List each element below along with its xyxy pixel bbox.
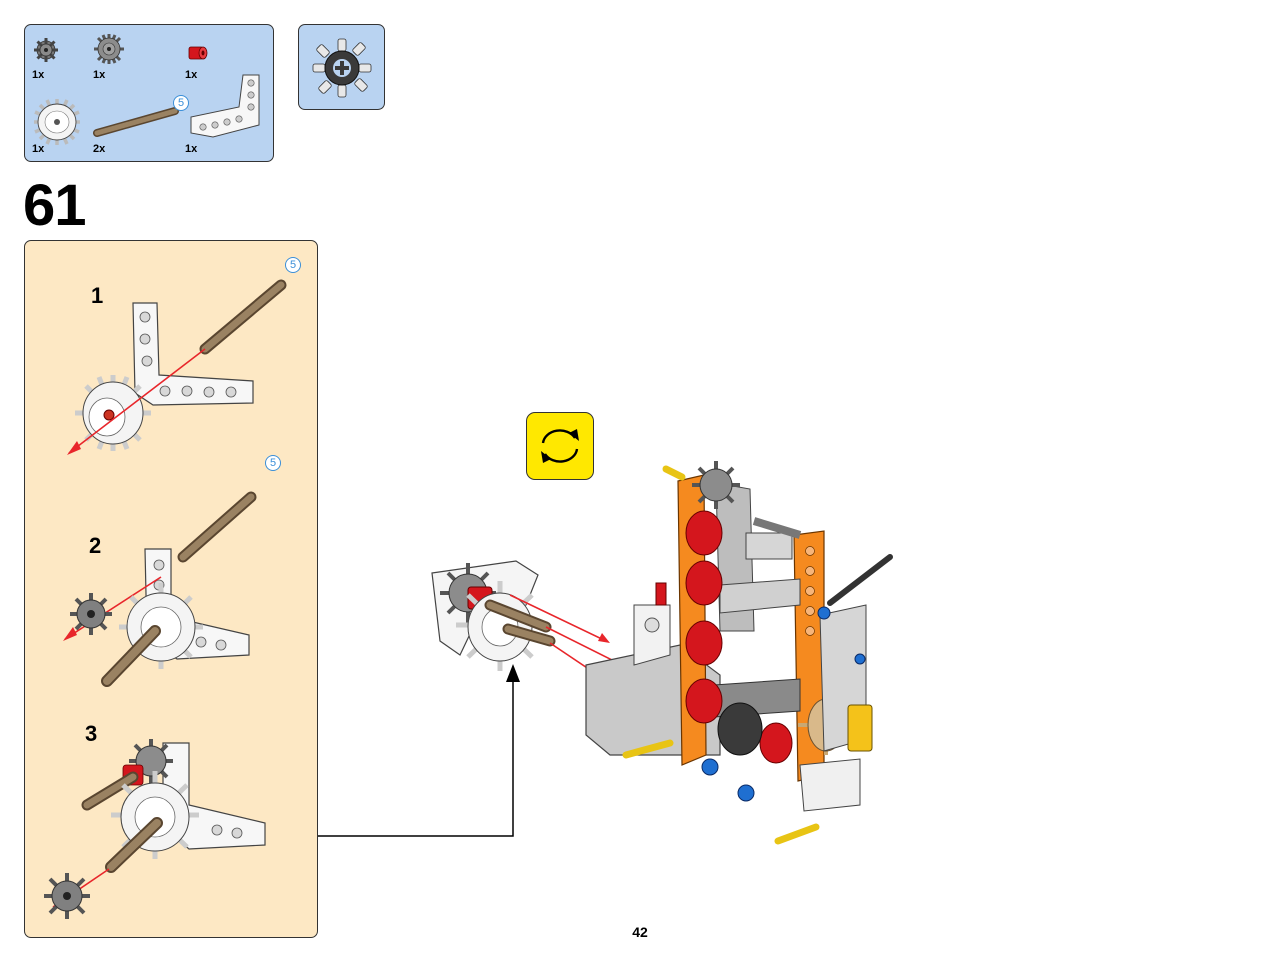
part-qty: 2x [93, 143, 106, 155]
substep-label: 3 [85, 721, 98, 746]
part-qty: 1x [32, 69, 45, 81]
crown-gear-icon [312, 38, 372, 98]
substep-2-illustration [63, 491, 257, 687]
main-assembly-illustration [431, 461, 893, 845]
medium-gear-icon [94, 34, 124, 64]
part-qty: 1x [32, 143, 45, 155]
page-number: 42 [632, 924, 648, 940]
step-number: 61 [23, 173, 87, 238]
connector-arrow [318, 664, 520, 837]
parts-list: 1x 1x 1x 1x 5 2x [24, 24, 274, 162]
axle-length-callout: 5 [285, 257, 301, 273]
substep-1-illustration [67, 279, 287, 455]
substep-panel: 1 5 2 5 3 [24, 240, 318, 938]
large-white-gear-icon [34, 99, 80, 145]
substep-3-illustration [44, 739, 266, 919]
axle-length-callout: 5 [173, 95, 189, 111]
axle-length-callout: 5 [265, 455, 281, 471]
small-gear-icon [34, 38, 58, 62]
substep-label: 1 [91, 283, 104, 308]
part-qty: 1x [185, 69, 198, 81]
white-l-beam-icon [190, 74, 260, 138]
gear-detail-box [298, 24, 385, 110]
red-bush-icon [188, 46, 208, 60]
part-qty: 1x [93, 69, 106, 81]
brown-axle-icon [93, 107, 179, 137]
part-qty: 1x [185, 143, 198, 155]
substep-label: 2 [89, 533, 102, 558]
rotate-model-icon [526, 412, 594, 480]
